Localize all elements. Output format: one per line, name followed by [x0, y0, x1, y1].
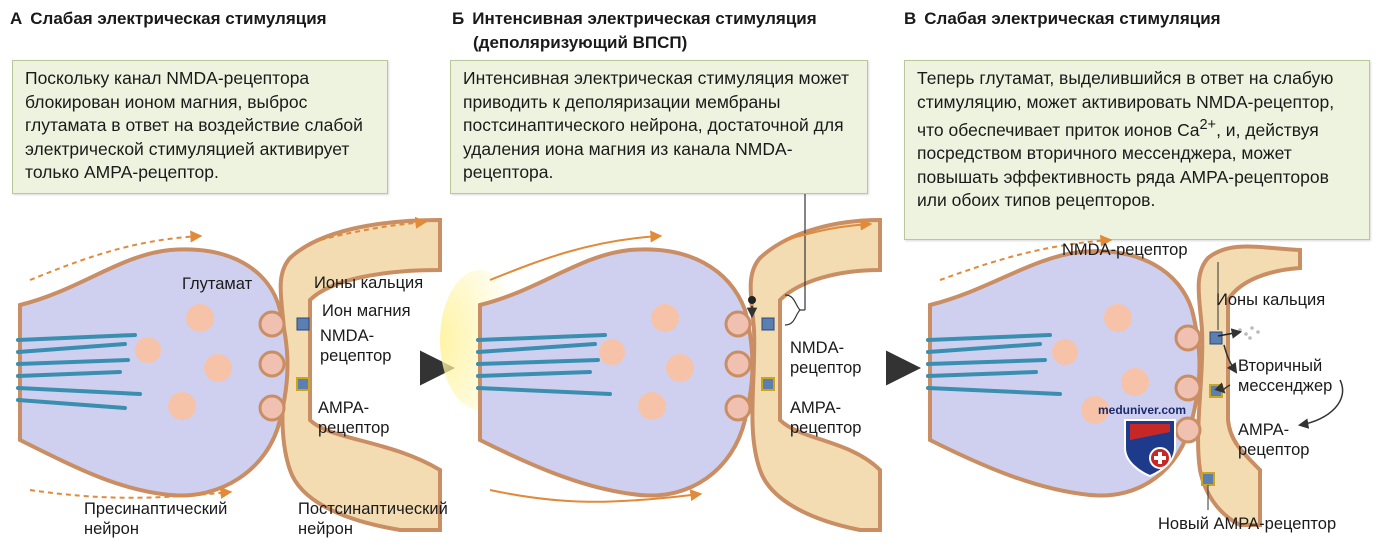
panel-c-letter: В — [904, 9, 917, 28]
magnesium-ion-b — [748, 296, 756, 304]
label-magnesium-ion: Ион магния — [322, 302, 411, 320]
nmda-receptor-a — [296, 317, 310, 331]
postsynaptic-neuron-c — [1196, 244, 1302, 527]
watermark-text: meduniver.com — [1098, 403, 1187, 417]
panel-c-note: Теперь глутамат, выделившийся в ответ на… — [904, 60, 1370, 240]
postsynaptic-neuron-a — [278, 217, 442, 532]
panel-a-title: А Слабая электрическая стимуляция — [10, 8, 327, 29]
label-nmda-b: NMDA- рецептор — [790, 339, 862, 377]
panel-a-note: Поскольку канал NMDA-рецептора блокирова… — [12, 60, 388, 194]
cytoskeleton-filaments-b — [476, 333, 612, 396]
docked-vesicles-b — [724, 310, 752, 422]
panel-c-title-text: Слабая электрическая стимуляция — [924, 9, 1221, 28]
cytoskeleton-filaments-c — [926, 333, 1062, 396]
panel-a-drawing — [16, 216, 442, 532]
label-nmda-a: NMDA- рецептор — [320, 327, 392, 365]
label-second-messenger: Вторичный мессенджер — [1238, 357, 1333, 395]
panel-b-note: Интенсивная электрическая стимуляция мож… — [450, 60, 868, 194]
label-ampa-c: АМРА- рецептор — [1238, 421, 1310, 459]
shield-icon — [1124, 419, 1176, 478]
cytoskeleton-filaments-a — [16, 333, 142, 410]
label-calcium-ions-c: Ионы кальция — [1216, 291, 1326, 309]
panel-b-title: Б Интенсивная электрическая стимуляция — [452, 8, 817, 29]
label-ampa-b: АМРА- рецептор — [790, 399, 862, 437]
ampa-receptor-a — [296, 377, 310, 391]
panel-b-subtitle: (деполяризующий ВПСП) — [473, 33, 688, 52]
presynaptic-terminal-a — [18, 247, 290, 498]
label-postsynaptic-neuron: Постсинаптический нейрон — [298, 500, 448, 538]
ampa-receptor-b — [761, 377, 775, 391]
label-ampa-a: АМРА- рецептор — [318, 399, 390, 437]
nmda-receptor-b — [761, 317, 775, 331]
new-ampa-receptor-c — [1201, 472, 1215, 486]
postsynaptic-neuron-b — [748, 217, 882, 532]
label-glutamate: Глутамат — [182, 275, 253, 293]
presynaptic-terminal-b — [478, 247, 755, 498]
panel-c-drawing — [926, 234, 1344, 527]
docked-vesicles-c — [1174, 324, 1202, 444]
panel-c-title: В Слабая электрическая стимуляция — [904, 8, 1221, 29]
panel-b-letter: Б — [452, 9, 465, 28]
panel-a-title-text: Слабая электрическая стимуляция — [30, 9, 327, 28]
panel-b-title-text: Интенсивная электрическая стимуляция — [472, 9, 817, 28]
label-new-ampa-receptor: Новый АМРА-рецептор — [1158, 515, 1337, 533]
docked-vesicles-a — [258, 310, 286, 422]
label-calcium-ions-a: Ионы кальция — [314, 274, 424, 292]
panel-b-drawing — [440, 194, 882, 532]
label-nmda-c: NMDA-рецептор — [1062, 241, 1188, 259]
nmda-receptor-c — [1209, 331, 1223, 345]
synaptic-vesicles-c — [1052, 304, 1149, 424]
label-presynaptic-neuron: Пресинаптический нейрон — [84, 500, 228, 538]
synaptic-vesicles-b — [599, 304, 694, 420]
synaptic-vesicles-a — [135, 304, 232, 420]
panel-a-letter: А — [10, 9, 23, 28]
calcium-ions-c — [1238, 326, 1260, 340]
ampa-receptor-c — [1209, 384, 1223, 398]
